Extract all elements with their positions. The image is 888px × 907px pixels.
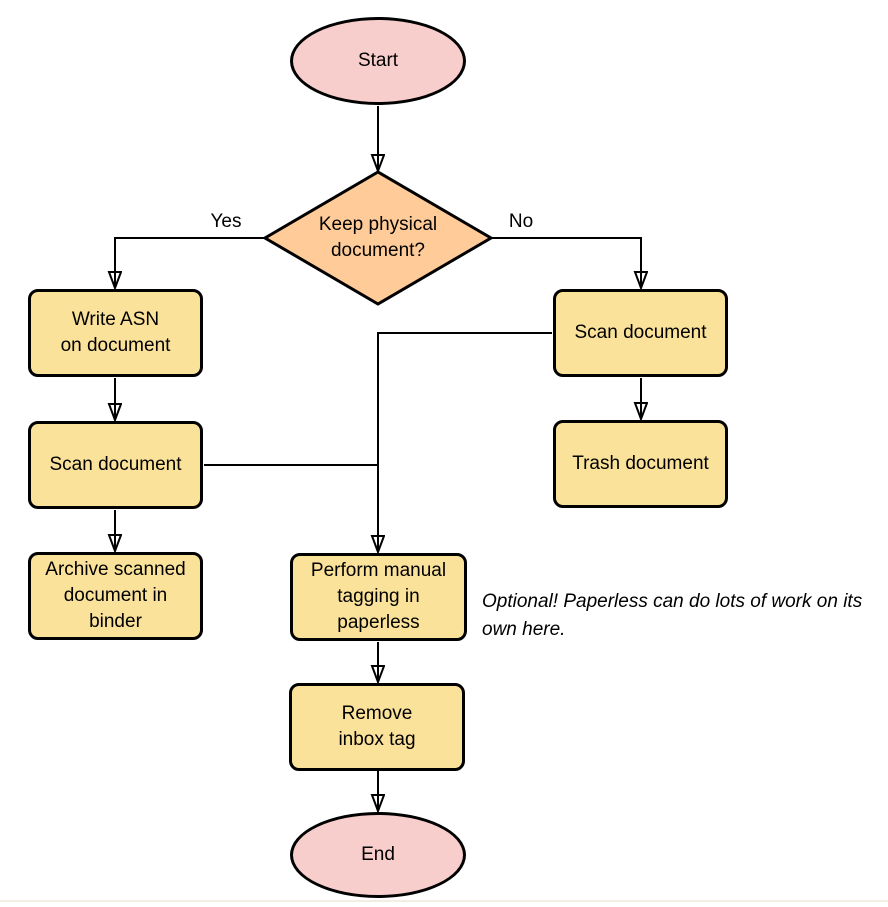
- node-trash-document-label: Trash document: [572, 453, 709, 474]
- node-scan-document-right: Scan document: [553, 289, 728, 377]
- edge-label-yes: Yes: [210, 211, 242, 232]
- edge-decision-no-to-scan-right: [492, 237, 641, 287]
- node-scan-document-left-label: Scan document: [49, 454, 182, 475]
- node-scan-document-right-label: Scan document: [574, 322, 707, 343]
- node-start: Start: [290, 17, 466, 105]
- node-end: End: [290, 812, 466, 898]
- node-decision-label: Keep physical document?: [318, 214, 438, 261]
- edge-label-no: No: [508, 211, 534, 232]
- node-archive-document: Archive scanned document in binder: [28, 552, 203, 640]
- edge-scan-right-to-tagging: [378, 332, 552, 551]
- node-scan-document-left: Scan document: [28, 421, 203, 509]
- node-remove-inbox-tag-label: Remove inbox tag: [338, 703, 416, 750]
- annotation-note: Optional! Paperless can do lots of work …: [482, 591, 863, 640]
- edge-decision-yes-to-write-asn: [115, 237, 264, 287]
- canvas-bottom-edge: [0, 900, 888, 902]
- node-remove-inbox-tag: Remove inbox tag: [289, 683, 465, 771]
- node-write-asn-label: Write ASN on document: [60, 309, 171, 356]
- node-archive-document-label: Archive scanned document in binder: [45, 559, 186, 632]
- node-manual-tagging: Perform manual tagging in paperless: [290, 553, 467, 641]
- node-end-label: End: [361, 844, 395, 865]
- node-start-label: Start: [357, 50, 399, 71]
- node-write-asn: Write ASN on document: [28, 289, 203, 377]
- node-manual-tagging-label: Perform manual tagging in paperless: [310, 560, 447, 633]
- decision-diamond: [262, 170, 494, 306]
- node-trash-document: Trash document: [553, 420, 728, 508]
- node-decision: Keep physical document?: [288, 210, 468, 266]
